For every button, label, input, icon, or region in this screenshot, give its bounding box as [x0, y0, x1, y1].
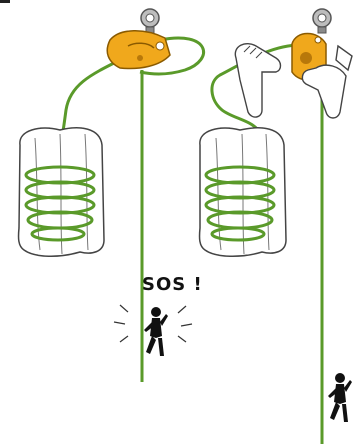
- sos-caption: SOS !: [142, 274, 203, 295]
- climber-figure-icon: [328, 373, 352, 422]
- rope-clamp-device-icon: [107, 31, 170, 69]
- anchor-ring-icon: [141, 9, 159, 33]
- corner-mark: [0, 0, 10, 3]
- gloved-hand-icon: [235, 44, 280, 117]
- panel-left: SOS !: [19, 9, 204, 382]
- anchor-ring-icon: [313, 9, 331, 33]
- rope-bag-icon: [200, 128, 286, 256]
- panel-right: [200, 9, 352, 444]
- rope-bag-icon: [19, 128, 104, 256]
- climber-figure-icon: [144, 307, 168, 356]
